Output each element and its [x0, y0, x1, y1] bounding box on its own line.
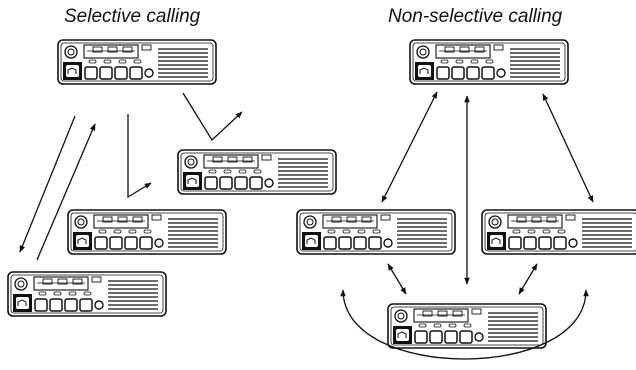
radio-icon: [67, 209, 227, 255]
broadcast-arrow: [542, 93, 594, 203]
downward-call-arrow: [19, 115, 76, 253]
radio-icon: [481, 209, 636, 255]
selective-calling-title: Selective calling: [64, 6, 201, 27]
non-selective-calling-title: Non-selective calling: [388, 6, 563, 27]
selective-call-arrow: [182, 92, 243, 142]
radio-icon: [7, 271, 167, 317]
selective-call-arrow: [127, 114, 152, 199]
broadcast-arrow: [381, 91, 438, 203]
radio-icon: [409, 39, 569, 85]
radio-icon: [296, 209, 456, 255]
radio-icon: [387, 303, 547, 349]
radio-icon: [177, 149, 337, 195]
broadcast-curve-arrow: [340, 289, 589, 360]
broadcast-arrow: [387, 263, 407, 295]
broadcast-arrow: [518, 263, 538, 295]
upward-call-arrow: [36, 123, 96, 261]
radio-icon: [57, 39, 217, 85]
